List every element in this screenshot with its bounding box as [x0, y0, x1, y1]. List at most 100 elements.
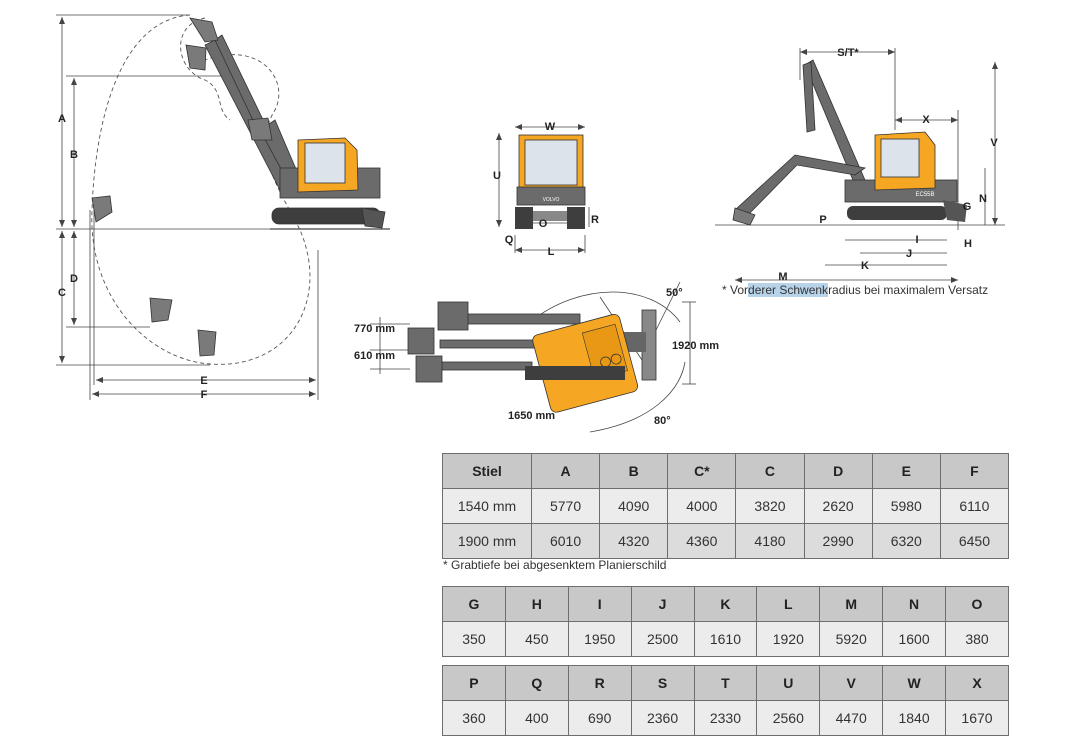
swing-offset-diagram: 50° 80° 770 mm 610 mm 1920 mm 1650 mm [354, 281, 719, 433]
table-row: 1900 mm 6010 4320 4360 4180 2990 6320 64… [442, 523, 1010, 559]
dim-label-i: I [915, 234, 918, 246]
t2-header: I [567, 586, 632, 622]
offset-upper: 770 mm [354, 323, 395, 335]
t3-header: X [945, 665, 1009, 701]
t3-header: R [567, 665, 632, 701]
table-cell: 5770 [530, 488, 601, 524]
dim-label-o: O [539, 218, 548, 230]
front-brand: VOLVO [543, 197, 560, 203]
dim-label-p: P [819, 214, 826, 226]
t2-header: O [945, 586, 1009, 622]
front-view-diagram: VOLVO W U R Q O L [493, 121, 599, 258]
table-cell: 4000 [667, 488, 737, 524]
t2-header: G [442, 586, 506, 622]
t3-header: P [442, 665, 506, 701]
t3-header: W [882, 665, 946, 701]
dim-label-g: G [963, 201, 972, 213]
t3-header: Q [504, 665, 569, 701]
table1-footnote: * Grabtiefe bei abgesenktem Planierschil… [443, 558, 667, 572]
t1-header-a: A [530, 453, 601, 489]
dim-label-a: A [58, 113, 66, 125]
dim-label-b: B [70, 149, 78, 161]
table-cell: 1670 [945, 700, 1009, 736]
dim-label-x: X [922, 114, 930, 126]
dim-label-f: F [201, 389, 208, 401]
working-range-diagram: A B C D E F [56, 14, 390, 401]
table-cell: 2560 [756, 700, 821, 736]
table-cell: 5920 [819, 621, 884, 657]
table-cell: 2620 [803, 488, 873, 524]
dim-label-h: H [964, 238, 972, 250]
dim-label-c: C [58, 287, 66, 299]
dim-label-d: D [70, 273, 78, 285]
t1-header-f: F [939, 453, 1010, 489]
table-cell: 6450 [939, 523, 1010, 559]
t2-header: L [756, 586, 821, 622]
table-cell: 400 [504, 700, 569, 736]
dim-label-m: M [778, 271, 787, 283]
t2-header: K [693, 586, 758, 622]
dim-label-e: E [200, 375, 207, 387]
table-cell: 1920 [756, 621, 821, 657]
table-cell: 3820 [735, 488, 805, 524]
t3-header: S [630, 665, 695, 701]
t1-header-e: E [871, 453, 941, 489]
table-cell: 6320 [871, 523, 941, 559]
table-cell: 2500 [630, 621, 695, 657]
t2-header: N [882, 586, 946, 622]
side-model: EC55B [915, 192, 934, 198]
table-cell: 1610 [693, 621, 758, 657]
table-cell: 1950 [567, 621, 632, 657]
t1-header-d: D [803, 453, 873, 489]
table-cell: 1540 mm [442, 488, 532, 524]
t3-header: V [819, 665, 884, 701]
dim-label-w: W [545, 121, 556, 133]
table-row: 1540 mm 5770 4090 4000 3820 2620 5980 61… [442, 488, 1010, 524]
dim-label-q: Q [505, 234, 514, 246]
table-cell: 2330 [693, 700, 758, 736]
swing-radius: 1650 mm [508, 410, 555, 422]
t3-header: U [756, 665, 821, 701]
table-cell: 690 [567, 700, 632, 736]
table-cell: 4090 [599, 488, 669, 524]
dim-label-r: R [591, 214, 599, 226]
dim-label-st: S/T* [837, 47, 859, 59]
t2-header: H [504, 586, 569, 622]
table-cell: 4320 [599, 523, 669, 559]
dim-label-k: K [861, 260, 869, 272]
table-row: 360 400 690 2360 2330 2560 4470 1840 167… [442, 700, 1009, 736]
table-cell: 450 [504, 621, 569, 657]
dim-label-v: V [990, 137, 998, 149]
table-cell: 380 [945, 621, 1009, 657]
t1-header-c: C [735, 453, 805, 489]
table-cell: 6010 [530, 523, 601, 559]
note-part-3: radius bei maximalem Versatz [828, 283, 989, 297]
t2-header: M [819, 586, 884, 622]
t3-header: T [693, 665, 758, 701]
table-cell: 4180 [735, 523, 805, 559]
t1-header-b: B [599, 453, 669, 489]
swing-radius-note: * Vorderer Schwenkradius bei maximalem V… [722, 283, 988, 297]
dim-label-l: L [548, 246, 555, 258]
table-cell: 1840 [882, 700, 946, 736]
table-cell: 350 [442, 621, 506, 657]
swing-angle-top: 50° [666, 287, 683, 299]
blade-width: 1920 mm [672, 340, 719, 352]
dim-label-j: J [906, 248, 912, 260]
spec-table-1: Stiel A B C* C D E F 1540 mm 5770 4090 4… [442, 453, 1010, 559]
t1-header-cstar: C* [667, 453, 737, 489]
t1-header-stiel: Stiel [442, 453, 532, 489]
note-part-1: * Vor [722, 283, 749, 297]
side-view-diagram: EC55B S/T* X V N G H I J K M P [715, 47, 1005, 283]
table-cell: 5980 [871, 488, 941, 524]
table-cell: 4360 [667, 523, 737, 559]
table-cell: 6110 [939, 488, 1010, 524]
table-cell: 4470 [819, 700, 884, 736]
offset-lower: 610 mm [354, 350, 395, 362]
spec-table-3: P Q R S T U V W X 360 400 690 2360 2330 … [442, 665, 1009, 736]
spec-table-2: G H I J K L M N O 350 450 1950 2500 1610… [442, 586, 1009, 657]
table-cell: 2990 [803, 523, 873, 559]
table-cell: 360 [442, 700, 506, 736]
table-cell: 1600 [882, 621, 946, 657]
table-row: 350 450 1950 2500 1610 1920 5920 1600 38… [442, 621, 1009, 657]
